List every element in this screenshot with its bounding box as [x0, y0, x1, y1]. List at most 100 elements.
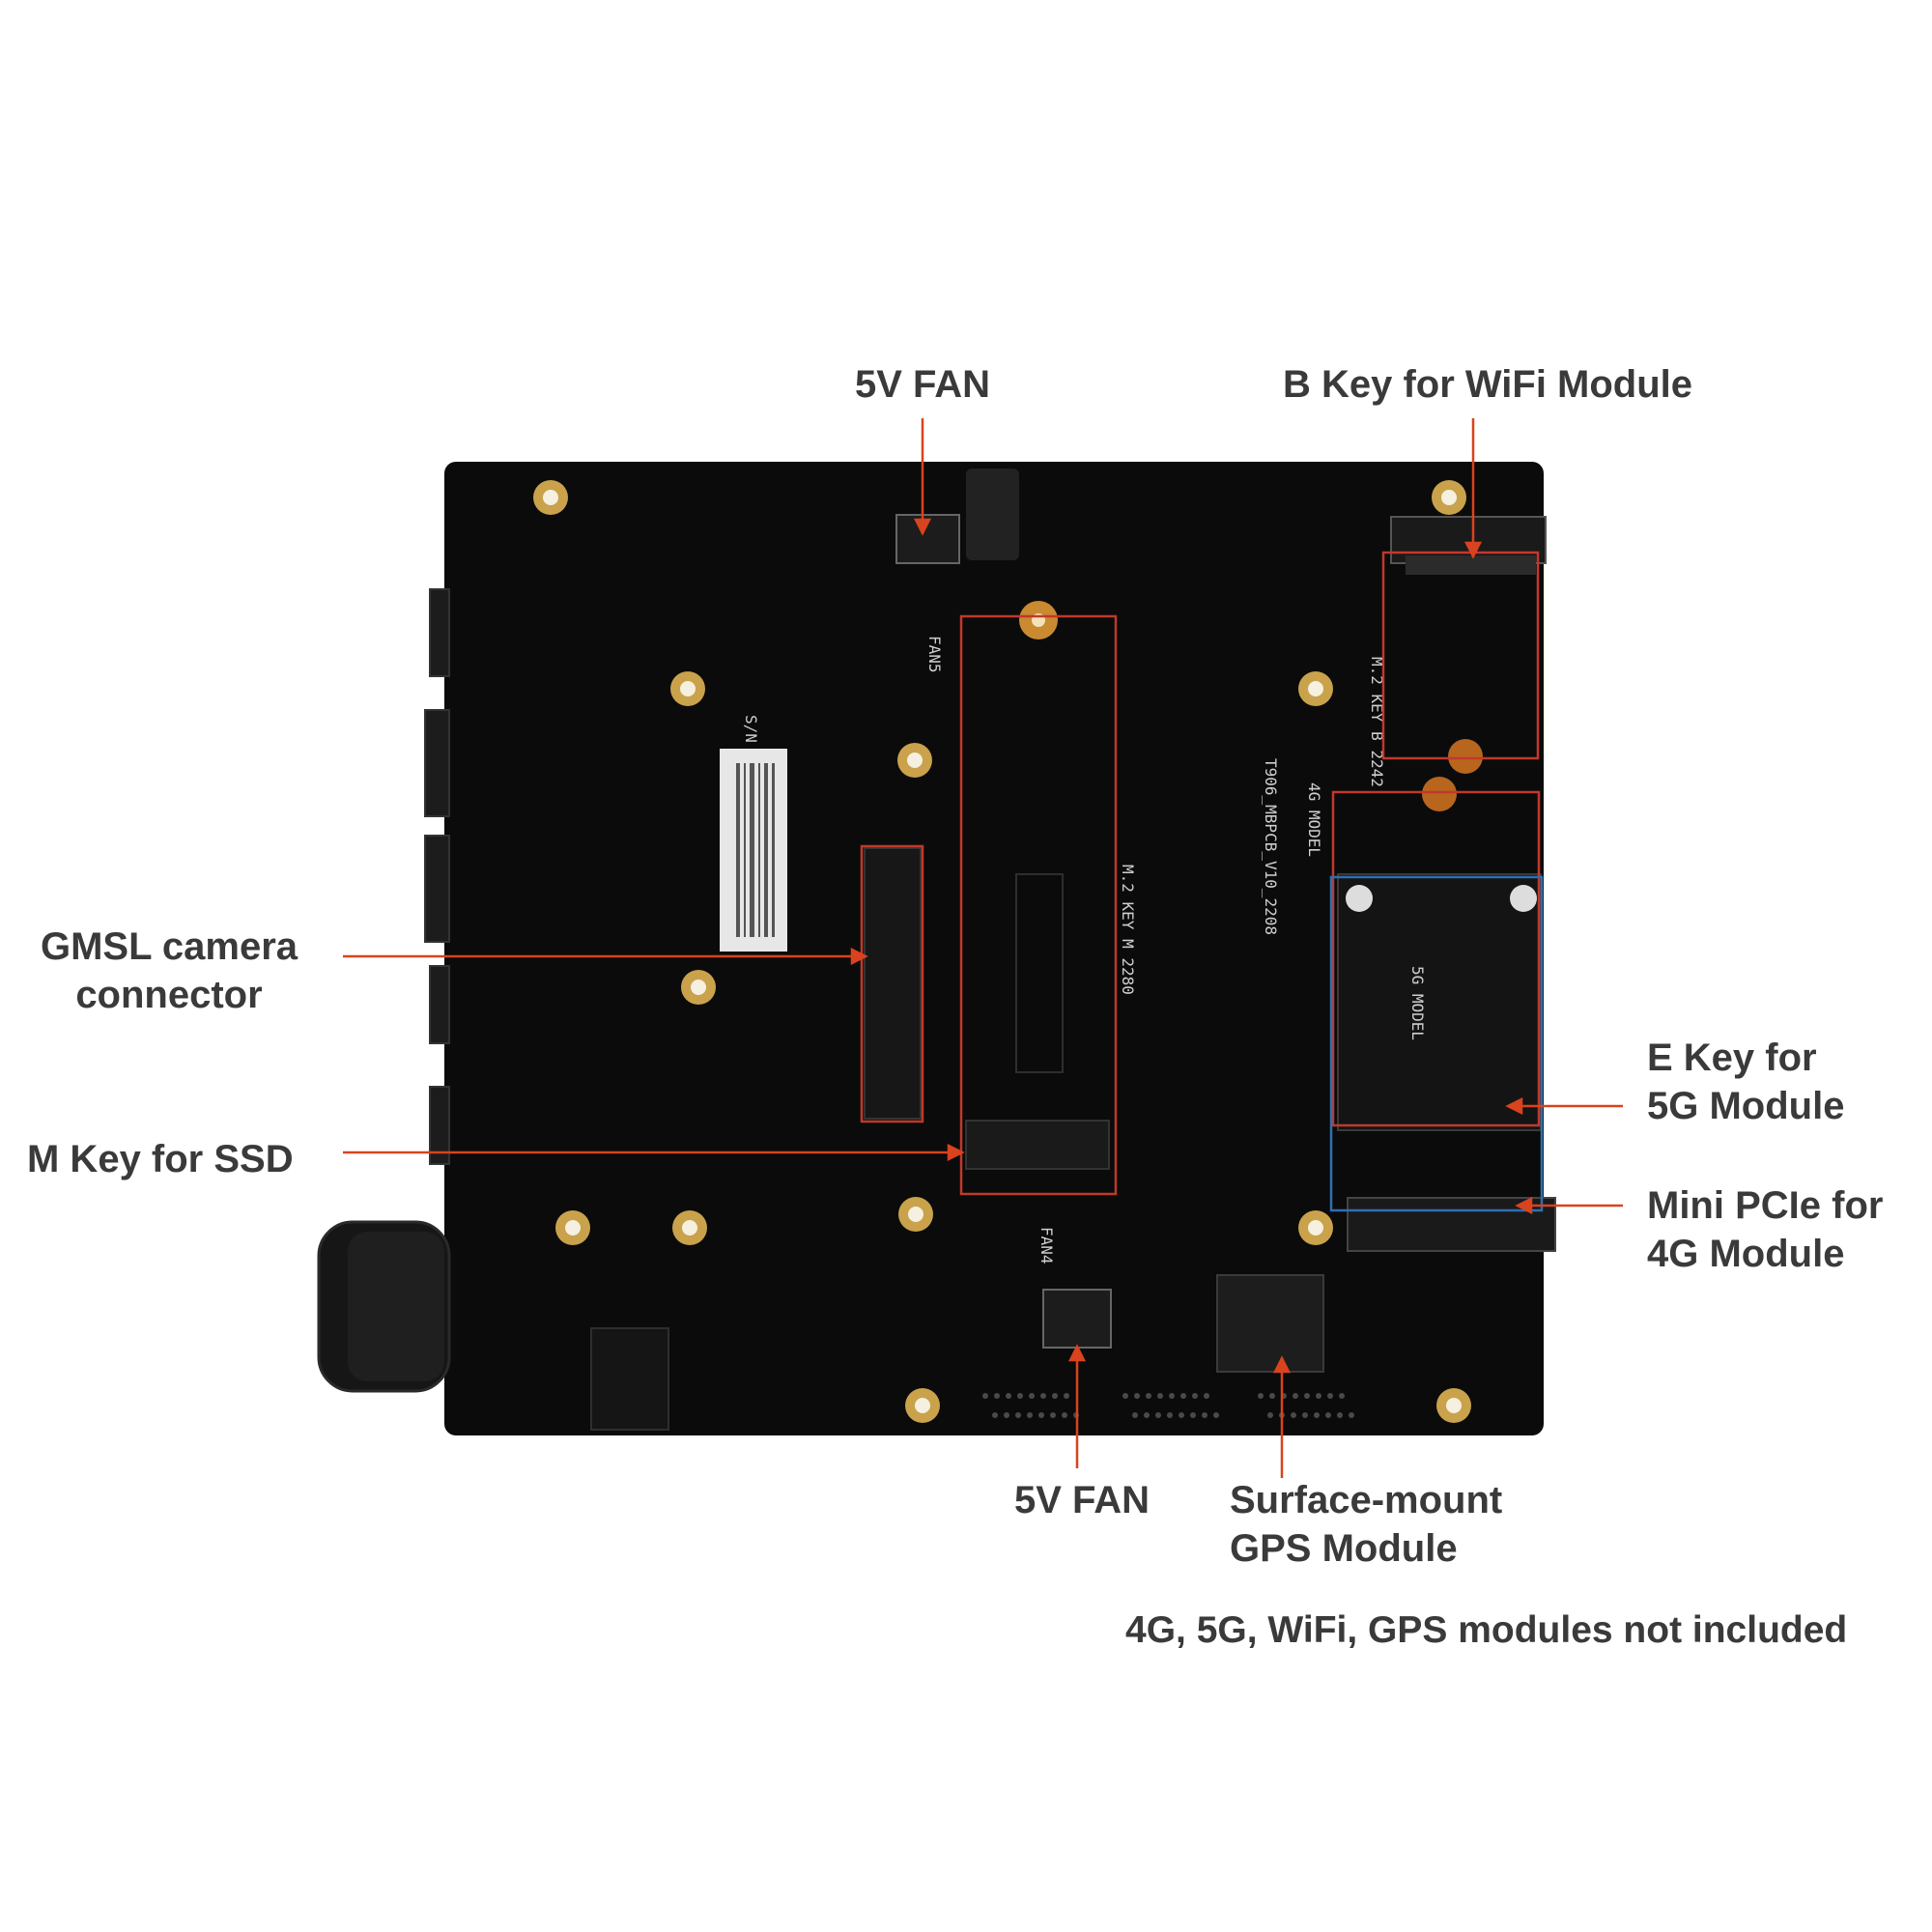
ssd-m-key-box — [959, 614, 1118, 1196]
pin-dot — [1167, 1412, 1173, 1418]
pin-dot — [1291, 1412, 1296, 1418]
pin-dot — [1155, 1412, 1161, 1418]
label-gps-line1: Surface-mount — [1230, 1479, 1503, 1521]
pin-dot — [1293, 1393, 1298, 1399]
label-gmsl: GMSL camera connector — [24, 923, 314, 1019]
pin-dot — [1050, 1412, 1056, 1418]
modules-not-included-note: 4G, 5G, WiFi, GPS modules not included — [1125, 1609, 1848, 1651]
fan-bottom-arrow — [1067, 1344, 1087, 1362]
headphone-jack — [590, 1327, 669, 1431]
pin-dot — [1146, 1393, 1151, 1399]
label-gps: Surface-mount GPS Module — [1230, 1476, 1502, 1573]
pin-dot — [1027, 1412, 1033, 1418]
label-fan-top: 5V FAN — [854, 363, 991, 406]
label-mini-pcie-line1: Mini PCIe for — [1647, 1184, 1884, 1227]
pin-dot — [1006, 1393, 1011, 1399]
fan-top-arrow — [913, 518, 932, 536]
silk-m2-m: M.2 KEY M 2280 — [1119, 865, 1137, 995]
pin-dot — [1144, 1412, 1150, 1418]
pin-dot — [1190, 1412, 1196, 1418]
gmsl-arrow — [850, 947, 868, 966]
pin-dot — [1339, 1393, 1345, 1399]
pcb-board — [444, 462, 1544, 1435]
highlight-boxes — [860, 551, 1544, 1212]
pin-dot — [1064, 1393, 1069, 1399]
pin-dot — [1062, 1412, 1067, 1418]
pin-dot — [1192, 1393, 1198, 1399]
pin-dot — [1316, 1393, 1321, 1399]
pin-dot — [1180, 1393, 1186, 1399]
pin-dot — [994, 1393, 1000, 1399]
label-gps-line2: GPS Module — [1230, 1527, 1458, 1570]
silk-m2-b: M.2 KEY B 2242 — [1368, 657, 1386, 787]
mounting-holes — [533, 480, 1537, 1423]
pin-dot — [1213, 1412, 1219, 1418]
callout-lines — [343, 418, 1623, 1478]
wifi-arrow — [1463, 541, 1483, 559]
gmsl-box — [860, 844, 924, 1123]
pin-dot — [1038, 1412, 1044, 1418]
gps-chip — [1216, 1274, 1324, 1373]
pin-dot — [1204, 1393, 1209, 1399]
silk-board-name: T906_MBPCB_V10_2208 — [1262, 758, 1280, 935]
pin-dot — [1325, 1412, 1331, 1418]
pin-dot — [1132, 1412, 1138, 1418]
pin-dot — [1134, 1393, 1140, 1399]
label-wifi-b-key: B Key for WiFi Module — [1282, 363, 1693, 406]
silk-fan4: FAN4 — [1037, 1227, 1056, 1264]
pin-dot — [1017, 1393, 1023, 1399]
label-gmsl-line1: GMSL camera — [40, 925, 298, 968]
pin-dot — [992, 1412, 998, 1418]
pin-dot — [1122, 1393, 1128, 1399]
gmsl-connector-body — [864, 847, 922, 1120]
wifi-b-key-box — [1381, 551, 1540, 760]
pin-dot — [1302, 1412, 1308, 1418]
pin-dot — [1169, 1393, 1175, 1399]
silk-sn: S/N — [742, 715, 760, 743]
pin-dot — [1349, 1412, 1354, 1418]
label-mini-pcie-line2: 4G Module — [1647, 1233, 1845, 1275]
pin-dot — [1157, 1393, 1163, 1399]
e-key-5g-box — [1331, 790, 1541, 1127]
label-mini-pcie: Mini PCIe for 4G Module — [1647, 1181, 1883, 1278]
label-e-key: E Key for 5G Module — [1647, 1034, 1844, 1130]
top-inductor — [966, 469, 1019, 560]
left-io-connectors — [424, 588, 450, 1165]
ssd-connector — [965, 1120, 1110, 1170]
pin-dot — [1052, 1393, 1058, 1399]
pin-dot — [1304, 1393, 1310, 1399]
ssd-slot-interior — [1015, 873, 1064, 1073]
silk-fan5: FAN5 — [925, 636, 944, 673]
pin-dot — [1202, 1412, 1208, 1418]
label-e-key-line2: 5G Module — [1647, 1085, 1845, 1127]
gps-arrow — [1272, 1355, 1292, 1374]
pin-dot — [1337, 1412, 1343, 1418]
fan4-header — [1042, 1289, 1112, 1349]
silk-4g-model: 4G MODEL — [1305, 782, 1323, 857]
pin-dot — [1015, 1412, 1021, 1418]
pin-dot — [1327, 1393, 1333, 1399]
label-e-key-line1: E Key for — [1647, 1037, 1817, 1079]
pin-dot — [982, 1393, 988, 1399]
mini-pcie-arrow — [1515, 1196, 1533, 1215]
5g-module-card — [1337, 873, 1542, 1131]
pin-dot — [1179, 1412, 1184, 1418]
pin-dot — [1269, 1393, 1275, 1399]
pin-dot — [1029, 1393, 1035, 1399]
pin-dot — [1040, 1393, 1046, 1399]
power-connector — [317, 1220, 451, 1393]
pin-dot — [1314, 1412, 1320, 1418]
label-gmsl-line2: connector — [75, 974, 263, 1016]
ssd-arrow — [947, 1143, 965, 1162]
silk-5g-model: 5G MODEL — [1408, 966, 1427, 1040]
mini-pcie-4g-box — [1329, 875, 1544, 1212]
m2-b-slot-pins — [1406, 555, 1536, 575]
pin-dot — [1267, 1412, 1273, 1418]
label-fan-bottom: 5V FAN — [1013, 1479, 1151, 1521]
e-key-arrow — [1505, 1096, 1523, 1116]
barcode — [736, 763, 775, 937]
pin-dot — [1004, 1412, 1009, 1418]
pin-dot — [1258, 1393, 1264, 1399]
